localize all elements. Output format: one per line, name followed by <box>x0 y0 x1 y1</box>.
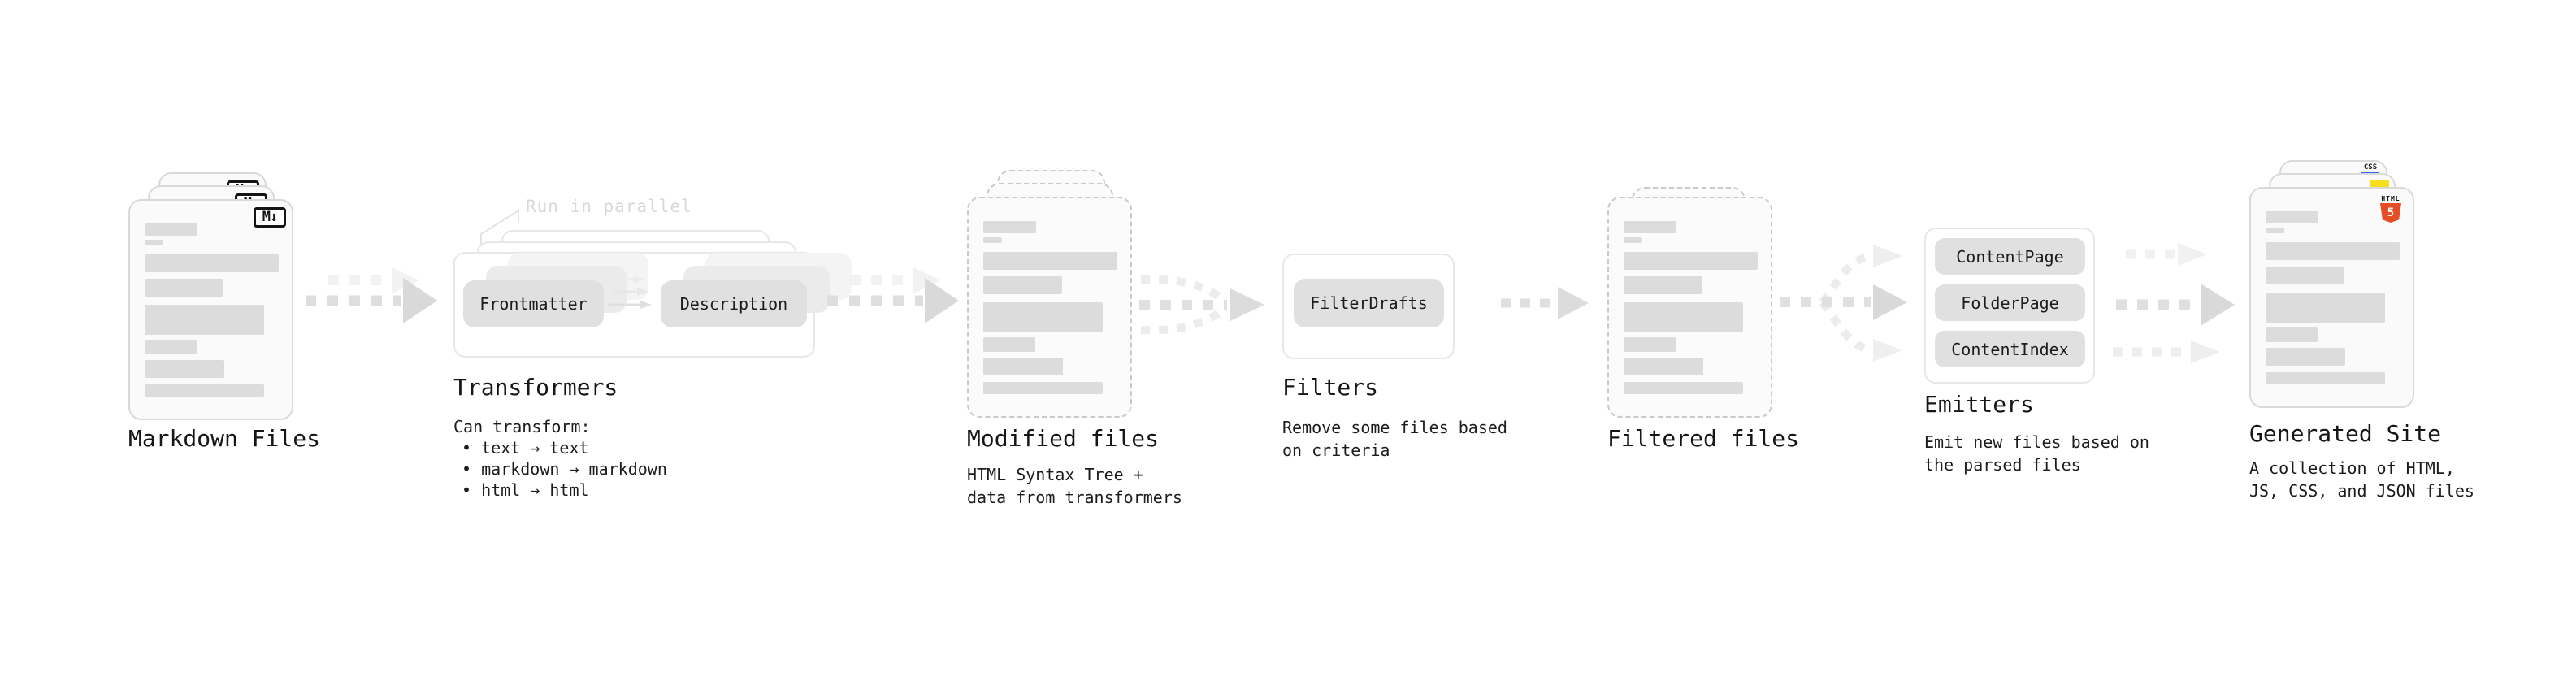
doc-content-bar <box>145 384 264 397</box>
markdown-icon: M↓ <box>254 207 286 228</box>
modified-desc-line: data from transformers <box>967 488 1182 507</box>
fan-out-arrow <box>1780 245 1907 362</box>
run-in-parallel-annotation: Run in parallel <box>526 197 692 216</box>
dashed-arrow-stacked <box>827 267 959 323</box>
doc-content-bar <box>983 237 1002 243</box>
emitters-label: Emitters <box>1924 391 2034 418</box>
parallel-mini-arrows <box>608 275 652 309</box>
contentindex-box: ContentIndex <box>1935 331 2085 367</box>
folderpage-box: FolderPage <box>1935 284 2085 321</box>
modified-files-label: Modified files <box>967 425 1160 452</box>
doc-content-bar <box>1624 337 1676 352</box>
modified-files-description: HTML Syntax Tree + data from transformer… <box>967 463 1182 509</box>
markdown-files-label: Markdown Files <box>128 425 321 452</box>
dashed-arrow-stacked <box>306 267 437 323</box>
generated-site-label: Generated Site <box>2249 420 2442 447</box>
doc-content-bar <box>983 337 1035 352</box>
filtered-files-label: Filtered files <box>1607 425 1800 452</box>
doc-content-bar <box>983 276 1062 294</box>
transformers-desc-heading: Can transform: <box>453 417 591 436</box>
transformers-bullet: • text → text <box>462 438 589 458</box>
doc-content-bar <box>145 360 224 378</box>
doc-content-placeholder <box>145 223 279 397</box>
doc-content-bar <box>2266 348 2345 366</box>
contentpage-box: ContentPage <box>1935 238 2085 275</box>
html5-icon-label: HTML <box>2381 195 2400 202</box>
markdown-doc-front: M↓ <box>128 199 293 420</box>
generated-doc-front: HTML 5 <box>2249 187 2414 408</box>
transformers-description: Can transform: • text → text • markdown … <box>453 416 667 501</box>
doc-content-bar <box>1624 237 1642 243</box>
transformers-bullet: • markdown → markdown <box>462 459 667 479</box>
doc-content-bar <box>983 252 1117 270</box>
transformers-bullet: • html → html <box>462 480 589 500</box>
doc-content-bar <box>1624 221 1676 233</box>
doc-content-bar <box>2266 267 2344 284</box>
annotation-leader-line <box>480 209 519 245</box>
description-box: Description <box>661 280 807 327</box>
doc-content-bar <box>145 305 264 335</box>
doc-content-bar <box>2266 327 2318 342</box>
doc-content-bar <box>1624 358 1703 375</box>
fan-in-arrow <box>1139 275 1264 335</box>
doc-content-bar <box>2266 228 2284 233</box>
doc-content-bar <box>983 302 1103 332</box>
doc-content-bar <box>145 223 197 236</box>
doc-content-bar <box>1624 252 1758 270</box>
filters-description: Remove some files based on criteria <box>1282 416 1507 462</box>
doc-content-bar <box>145 279 223 297</box>
dashed-arrow <box>1501 287 1589 319</box>
doc-content-bar <box>1624 276 1702 294</box>
html5-icon-number: 5 <box>2387 206 2395 219</box>
frontmatter-box: Frontmatter <box>463 280 604 327</box>
doc-content-bar <box>1624 382 1743 394</box>
filters-desc-line: on criteria <box>1282 440 1390 460</box>
generated-desc-line: JS, CSS, and JSON files <box>2249 481 2474 501</box>
filters-label: Filters <box>1282 374 1379 401</box>
doc-content-bar <box>2266 242 2400 260</box>
generated-site-description: A collection of HTML, JS, CSS, and JSON … <box>2249 457 2474 502</box>
filters-desc-line: Remove some files based <box>1282 418 1507 437</box>
doc-content-placeholder <box>2266 211 2400 384</box>
doc-content-placeholder <box>1624 221 1758 394</box>
doc-content-bar <box>2266 372 2385 384</box>
doc-content-bar <box>983 221 1036 233</box>
doc-content-bar <box>2266 293 2385 323</box>
filtered-doc-front <box>1607 197 1772 418</box>
doc-content-bar <box>145 240 163 245</box>
doc-content-bar <box>2266 211 2318 223</box>
triple-dashed-arrows <box>2113 243 2235 363</box>
emitters-desc-line: Emit new files based on <box>1924 432 2149 452</box>
emitters-description: Emit new files based on the parsed files <box>1924 431 2149 476</box>
emitters-desc-line: the parsed files <box>1924 455 2081 475</box>
filterdrafts-box: FilterDrafts <box>1294 279 1444 327</box>
doc-content-bar <box>983 382 1103 394</box>
doc-content-bar <box>983 358 1063 375</box>
transformers-label: Transformers <box>453 374 618 401</box>
modified-desc-line: HTML Syntax Tree + <box>967 465 1143 484</box>
modified-doc-front <box>967 197 1132 418</box>
doc-content-bar <box>1624 302 1743 332</box>
doc-content-placeholder <box>983 221 1117 394</box>
css-icon-label: CSS <box>2363 163 2378 171</box>
html5-icon-shield: 5 <box>2380 203 2401 223</box>
html5-icon: HTML 5 <box>2379 195 2402 223</box>
doc-content-bar <box>145 340 197 354</box>
generated-desc-line: A collection of HTML, <box>2249 458 2455 478</box>
doc-content-bar <box>145 254 279 272</box>
